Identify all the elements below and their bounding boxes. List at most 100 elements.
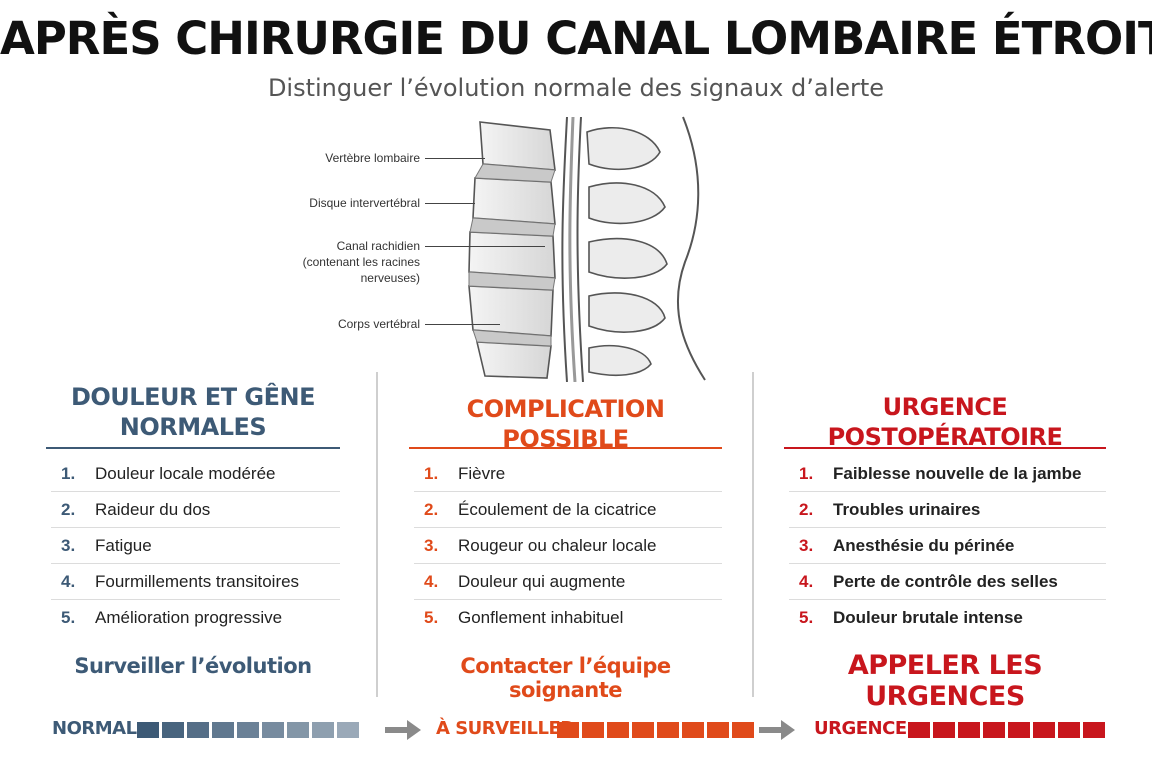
scale-segment	[137, 722, 159, 738]
item-number: 3.	[424, 536, 439, 555]
arrow-right-icon	[385, 720, 421, 740]
list-item: 1. Faiblesse nouvelle de la jambe	[789, 456, 1106, 492]
item-list: 1. Douleur locale modérée 2. Raideur du do…	[51, 456, 340, 635]
list-item: 1. Douleur locale modérée	[51, 456, 340, 492]
list-item: 5. Douleur brutale intense	[789, 600, 1106, 635]
item-number: 3.	[799, 536, 814, 555]
scale-bar-urgent	[908, 722, 1105, 738]
item-number: 3.	[61, 536, 76, 555]
list-item: 3. Anesthésie du périnée	[789, 528, 1106, 564]
item-text: Gonflement inhabituel	[458, 608, 624, 627]
item-text: Rougeur ou chaleur locale	[458, 536, 657, 555]
scale-label-watch: À SURVEILLER	[436, 718, 574, 739]
scale-bar-normal	[137, 722, 359, 738]
scale-segment	[1058, 722, 1080, 738]
column-normal: DOULEUR ET GÊNE NORMALES 1. Douleur local…	[46, 372, 340, 692]
leader-line	[425, 246, 545, 247]
label-canal-rachidien: Canal rachidien (contenant les racines n…	[302, 239, 420, 285]
column-rule	[784, 447, 1106, 449]
item-text: Perte de contrôle des selles	[833, 572, 1058, 591]
item-text: Raideur du dos	[95, 500, 211, 519]
item-number: 2.	[799, 500, 814, 519]
scale-segment	[262, 722, 284, 738]
item-text: Fatigue	[95, 536, 152, 555]
item-number: 1.	[61, 464, 76, 483]
item-text: Douleur locale modérée	[95, 464, 276, 483]
item-number: 2.	[424, 500, 439, 519]
column-footer: Contacter l’équipe soignante	[460, 654, 671, 702]
column-heading: COMPLICATION POSSIBLE	[466, 395, 665, 453]
column-urgence: URGENCE POSTOPÉRATOIRE 1. Faiblesse nouve…	[784, 372, 1106, 712]
list-item: 2. Raideur du dos	[51, 492, 340, 528]
scale-segment	[732, 722, 754, 738]
scale-segment	[607, 722, 629, 738]
leader-line	[425, 324, 500, 325]
item-number: 5.	[799, 608, 814, 627]
item-number: 4.	[424, 572, 439, 591]
item-text: Écoulement de la cicatrice	[458, 500, 657, 519]
scale-segment	[287, 722, 309, 738]
item-number: 5.	[61, 608, 76, 627]
scale-segment	[1083, 722, 1105, 738]
leader-line	[425, 158, 485, 159]
leader-line	[425, 203, 475, 204]
scale-segment	[958, 722, 980, 738]
item-number: 4.	[799, 572, 814, 591]
scale-label-urgent: URGENCE	[814, 718, 907, 739]
scale-segment	[933, 722, 955, 738]
item-number: 1.	[424, 464, 439, 483]
item-list: 1. Faiblesse nouvelle de la jambe 2. Troub…	[789, 456, 1106, 635]
list-item: 5. Gonflement inhabituel	[414, 600, 722, 635]
scale-label-normal: NORMAL	[52, 718, 137, 739]
page-subtitle: Distinguer l’évolution normale des signa…	[267, 74, 885, 102]
scale-segment	[1033, 722, 1055, 738]
label-vertebre-lombaire: Vertèbre lombaire	[325, 151, 420, 165]
scale-segment	[187, 722, 209, 738]
arrow-right-icon	[759, 720, 795, 740]
scale-segment	[237, 722, 259, 738]
item-text: Faiblesse nouvelle de la jambe	[833, 464, 1082, 483]
list-item: 3. Fatigue	[51, 528, 340, 564]
label-corps-vertebral: Corps vertébral	[337, 317, 420, 331]
column-complication: COMPLICATION POSSIBLE 1. Fièvre 2. Écoulem…	[409, 372, 722, 702]
scale-segment	[983, 722, 1005, 738]
scale-segment	[657, 722, 679, 738]
column-footer: APPELER LES URGENCES	[847, 650, 1043, 712]
scale-segment	[582, 722, 604, 738]
item-number: 5.	[424, 608, 439, 627]
column-footer: Surveiller l’évolution	[74, 654, 312, 678]
column-rule	[46, 447, 340, 449]
item-text: Fourmillements transitoires	[95, 572, 300, 591]
scale-segment	[707, 722, 729, 738]
scale-segment	[557, 722, 579, 738]
scale-segment	[212, 722, 234, 738]
scale-segment	[682, 722, 704, 738]
label-disque-intervertebral: Disque intervertébral	[309, 196, 420, 210]
scale-bar-watch	[557, 722, 754, 738]
item-number: 2.	[61, 500, 76, 519]
item-text: Troubles urinaires	[833, 500, 981, 519]
list-item: 4. Perte de contrôle des selles	[789, 564, 1106, 600]
item-text: Douleur qui augmente	[458, 572, 626, 591]
item-text: Fièvre	[458, 464, 506, 483]
page-title: APRÈS CHIRURGIE DU CANAL LOMBAIRE ÉTROIT	[0, 12, 1152, 65]
column-heading: DOULEUR ET GÊNE NORMALES	[70, 383, 316, 441]
list-item: 5.Amélioration progressive	[51, 600, 340, 635]
scale-segment	[312, 722, 334, 738]
column-divider	[752, 372, 754, 697]
list-item: 2. Troubles urinaires	[789, 492, 1106, 528]
scale-segment	[162, 722, 184, 738]
item-list: 1. Fièvre 2. Écoulement de la cicatrice 3.…	[414, 456, 722, 635]
list-item: 2. Écoulement de la cicatrice	[414, 492, 722, 528]
scale-segment	[908, 722, 930, 738]
item-number: 1.	[799, 464, 814, 483]
item-text: Anesthésie du périnée	[833, 536, 1015, 555]
scale-segment	[632, 722, 654, 738]
list-item: 4. Fourmillements transitoires	[51, 564, 340, 600]
column-heading: URGENCE POSTOPÉRATOIRE	[827, 393, 1063, 451]
item-number: 4.	[61, 572, 76, 591]
column-divider	[376, 372, 378, 697]
column-rule	[409, 447, 722, 449]
lumbar-spine-illustration	[468, 116, 706, 382]
item-text: Douleur brutale intense	[833, 608, 1023, 627]
